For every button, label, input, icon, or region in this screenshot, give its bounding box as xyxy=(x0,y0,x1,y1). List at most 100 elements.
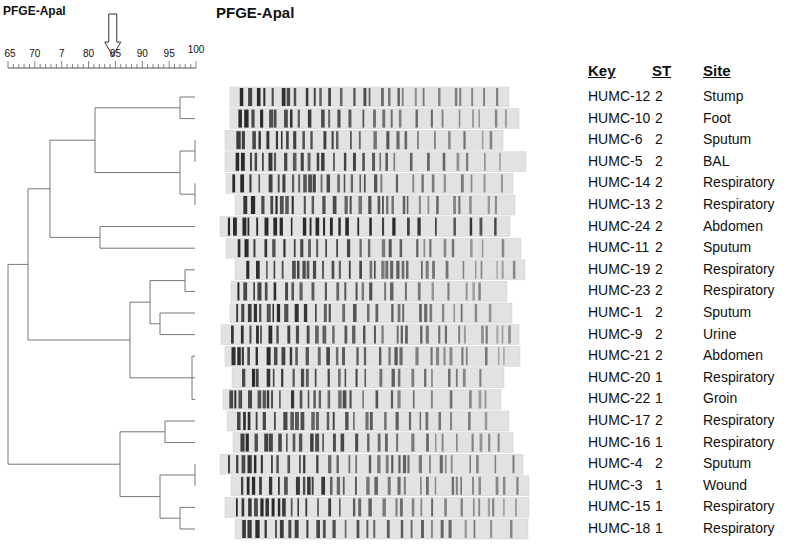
gel-band xyxy=(421,261,423,279)
dendrogram-branch xyxy=(50,237,100,238)
gel-band xyxy=(355,477,357,495)
column-header: ST xyxy=(652,62,671,79)
gel-band xyxy=(249,326,251,344)
gel-band xyxy=(232,174,235,192)
gel-band xyxy=(426,477,429,495)
gel-band xyxy=(245,239,249,257)
gel-band xyxy=(247,347,250,365)
gel-band xyxy=(338,218,340,236)
gel-band xyxy=(339,261,341,279)
gel-band xyxy=(322,261,324,279)
gel-band xyxy=(515,498,517,516)
scale-tick xyxy=(110,64,111,68)
gel-band xyxy=(391,110,393,128)
gel-band xyxy=(237,412,241,430)
gel-band xyxy=(391,390,393,408)
gel-band xyxy=(304,196,306,214)
gel-band xyxy=(332,261,335,279)
isolation-site-holder: Sputum xyxy=(703,131,751,148)
gel-band xyxy=(469,455,471,473)
gel-band xyxy=(396,261,399,279)
gel-band xyxy=(258,390,262,408)
gel-band xyxy=(322,326,326,344)
gel-band xyxy=(402,88,404,106)
gel-band xyxy=(236,304,238,322)
gel-band xyxy=(363,326,365,344)
gel-band xyxy=(297,261,300,279)
scale-axis xyxy=(8,68,196,69)
dendrogram-branch xyxy=(8,264,9,464)
gel-band xyxy=(496,477,499,495)
dendrogram-branch xyxy=(100,226,195,227)
gel-band xyxy=(474,520,476,538)
dendrogram-branch xyxy=(28,188,50,189)
gel-band xyxy=(449,347,452,365)
gel-band xyxy=(483,174,485,192)
gel-band xyxy=(448,369,451,387)
gel-band xyxy=(461,347,463,365)
gel-band xyxy=(452,477,454,495)
sequence-type-holder: 1 xyxy=(655,477,663,494)
gel-band xyxy=(482,131,484,149)
gel-band xyxy=(249,174,251,192)
gel-band xyxy=(368,498,371,516)
gel-band xyxy=(295,520,299,538)
gel-band xyxy=(368,239,370,257)
isolation-site: Respiratory xyxy=(703,434,775,450)
gel-band xyxy=(381,261,384,279)
gel-band xyxy=(293,369,295,387)
gel-band xyxy=(321,477,325,495)
gel-band xyxy=(228,218,230,236)
gel-band xyxy=(282,88,286,106)
gel-band xyxy=(240,88,243,106)
gel-band xyxy=(364,174,366,192)
dendrogram-branch xyxy=(150,323,160,324)
isolate-key-holder: HUMC-15 xyxy=(588,498,650,515)
gel-band xyxy=(490,131,493,149)
gel-band xyxy=(312,282,315,300)
sequence-type-holder: 2 xyxy=(655,412,663,429)
gel-band xyxy=(304,304,307,322)
gel-band xyxy=(299,434,302,452)
gel-band xyxy=(461,498,463,516)
gel-band xyxy=(423,239,425,257)
sequence-type-holder: 2 xyxy=(655,282,663,299)
gel-band xyxy=(465,520,467,538)
gel-band xyxy=(298,174,300,192)
isolation-site: Sputum xyxy=(703,131,751,147)
gel-band xyxy=(310,218,312,236)
gel-band xyxy=(499,153,501,171)
gel-band xyxy=(446,261,449,279)
gel-band xyxy=(444,239,447,257)
gel-band xyxy=(359,131,361,149)
gel-band xyxy=(362,110,364,128)
gel-band xyxy=(260,326,262,344)
gel-lane xyxy=(225,130,503,150)
gel-band xyxy=(385,434,388,452)
gel-band xyxy=(382,498,386,516)
sequence-type: 2 xyxy=(655,455,663,471)
gel-band xyxy=(308,174,312,192)
gel-band xyxy=(328,88,331,106)
gel-band xyxy=(299,455,301,473)
gel-lane xyxy=(232,368,504,388)
gel-band xyxy=(470,239,472,257)
gel-band xyxy=(436,347,439,365)
gel-band xyxy=(436,196,438,214)
dendrogram-branch xyxy=(165,442,195,443)
gel-band xyxy=(312,477,314,495)
gel-band xyxy=(297,498,299,516)
gel-band xyxy=(463,261,465,279)
gel-band xyxy=(242,369,245,387)
gel-band xyxy=(444,174,446,192)
gel-band xyxy=(234,390,236,408)
gel-band xyxy=(306,520,308,538)
gel-band xyxy=(272,239,275,257)
gel-band xyxy=(476,455,478,473)
isolation-site-holder: Urine xyxy=(703,326,736,343)
gel-band xyxy=(276,455,279,473)
sequence-type-holder: 2 xyxy=(655,347,663,364)
scale-tick xyxy=(67,64,68,68)
isolate-key-holder: HUMC-20 xyxy=(588,369,650,386)
dendrogram-branch xyxy=(8,264,28,265)
